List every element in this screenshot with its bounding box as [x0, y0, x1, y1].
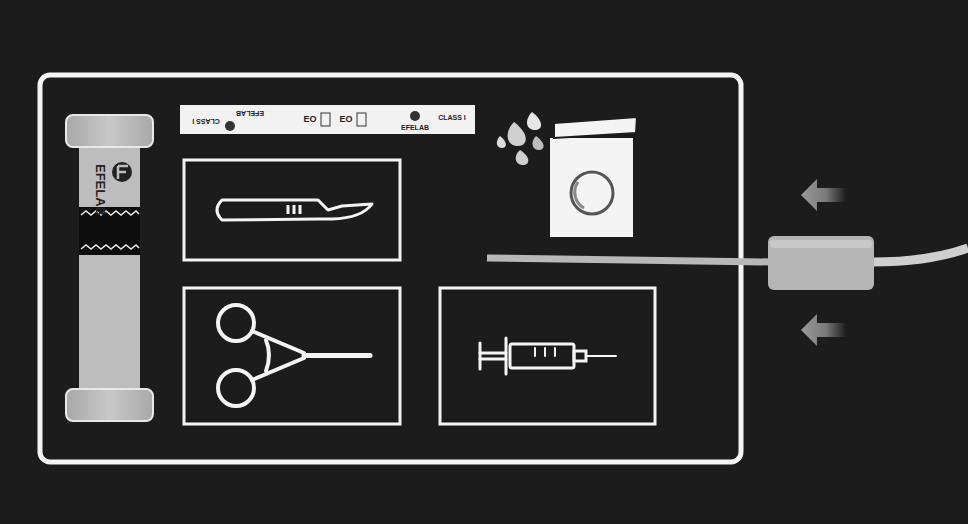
forceps-symbol — [218, 305, 370, 406]
tube-symbol — [66, 115, 153, 421]
syringe-symbol — [480, 338, 616, 374]
forceps-box — [184, 288, 400, 424]
syringe-box — [440, 288, 655, 424]
catheter-symbol — [487, 236, 968, 290]
scalpel-box — [184, 160, 400, 260]
class-mark: CLASS I — [438, 114, 466, 121]
brand-mark: EFELAB — [236, 110, 264, 117]
label-strip — [180, 105, 475, 134]
push-arrow — [801, 179, 846, 346]
sterile-mark: EO — [303, 115, 316, 124]
sachet-symbol — [497, 112, 637, 237]
scalpel-symbol — [217, 200, 372, 220]
class-mark: CLASS I — [192, 118, 220, 125]
tray-outline — [40, 75, 741, 462]
brand-mark: EFELAB — [401, 124, 429, 131]
brand-mark: EFELAB — [94, 164, 107, 216]
sterile-mark: EO — [339, 115, 352, 124]
